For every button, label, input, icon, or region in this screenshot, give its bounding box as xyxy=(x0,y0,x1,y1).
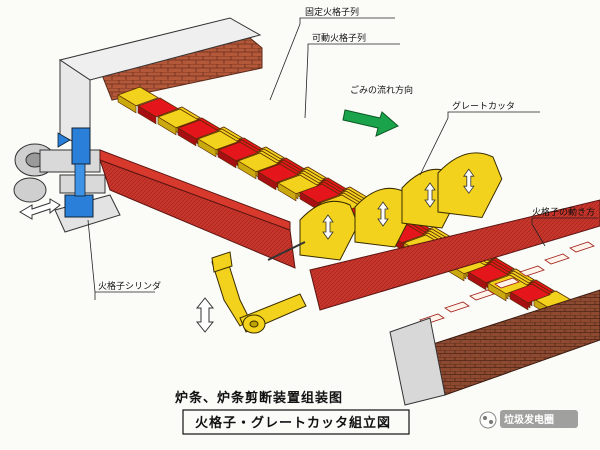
grate-bar-side xyxy=(257,171,277,191)
grate-cylinder-label: 火格子シリンダ xyxy=(98,280,161,292)
leader-lines xyxy=(87,17,598,300)
watermark: 垃圾发电圈 xyxy=(479,410,578,429)
chinese-title: 炉条、炉条剪断装置组装图 xyxy=(175,390,343,406)
grate-tip xyxy=(569,241,595,253)
front-side-beam xyxy=(309,199,600,311)
watermark-text: 垃圾发电圈 xyxy=(504,413,554,426)
japanese-title-box xyxy=(182,409,410,435)
grate-bar-side xyxy=(487,282,507,302)
grate-tip xyxy=(444,301,470,313)
cutter-motion-arrow xyxy=(463,168,475,194)
grate-tip xyxy=(469,289,495,301)
grate-cutter-label: グレートカッタ xyxy=(452,100,515,112)
japanese-title: 火格子・グレートカッタ組立図 xyxy=(195,415,391,431)
grate-cylinder xyxy=(57,127,94,218)
grate-bar-side xyxy=(177,127,197,147)
grate-tip xyxy=(519,265,545,277)
grate-tip xyxy=(494,277,520,289)
cutter-motion-arrow xyxy=(322,214,334,240)
grate-bar-side xyxy=(237,160,257,180)
grate-bar-side xyxy=(117,94,137,114)
left-motion-arrow xyxy=(19,198,61,220)
grate-bar-side xyxy=(467,271,487,291)
cutter-motion-arrow xyxy=(424,182,436,208)
grate-bar-side xyxy=(157,116,177,136)
grate-bar-side xyxy=(217,149,237,169)
waste-flow-arrow xyxy=(342,109,399,137)
grate-tip xyxy=(544,253,570,265)
arm-motion-arrow xyxy=(195,297,215,333)
fixed-grate-row-label: 固定火格子列 xyxy=(305,6,359,18)
grate-bar-side xyxy=(277,182,297,202)
cutter-motion-arrow xyxy=(377,201,389,227)
grate-bar-side xyxy=(509,291,529,311)
waste-flow-direction-label: ごみの流れ方向 xyxy=(350,84,413,96)
movable-grate-row-label: 可動火格子列 xyxy=(312,32,366,44)
grate-cutters xyxy=(299,152,503,261)
grate-bar-side xyxy=(137,105,157,125)
cutter-linkage-arm xyxy=(211,241,307,334)
grate-bar-side xyxy=(197,138,217,158)
grate-motion-direction-label: 火格子の動き方 xyxy=(532,206,595,218)
